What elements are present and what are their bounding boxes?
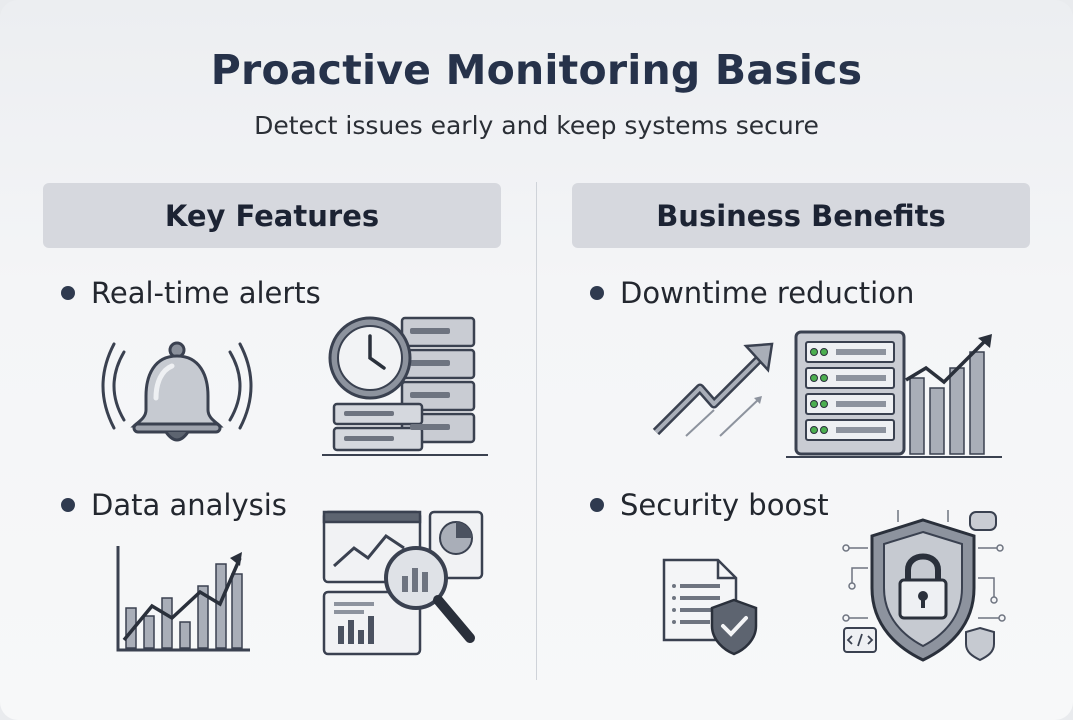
item-label: Real-time alerts [91, 276, 321, 310]
trend-arrow-icon [652, 342, 774, 437]
business-benefits-header: Business Benefits [572, 183, 1030, 248]
padlock-shield-icon [842, 510, 1006, 662]
bar-chart-icon [116, 546, 250, 652]
item-label: Security boost [620, 488, 829, 522]
bullet-dot [61, 286, 75, 300]
key-features-header: Key Features [43, 183, 501, 248]
dashboard-magnifier-icon [322, 510, 484, 656]
bell-icon [101, 341, 253, 442]
item-real-time-alerts: Real-time alerts [61, 276, 321, 310]
column-divider [536, 182, 537, 680]
bullet-dot [590, 498, 604, 512]
item-data-analysis: Data analysis [61, 488, 287, 522]
bullet-dot [590, 286, 604, 300]
document-shield-icon [662, 558, 758, 656]
page-subtitle: Detect issues early and keep systems sec… [254, 111, 819, 140]
page-title: Proactive Monitoring Basics [210, 46, 863, 94]
bullet-dot [61, 498, 75, 512]
server-rack-chart-icon [786, 330, 1002, 458]
item-downtime-reduction: Downtime reduction [590, 276, 914, 310]
item-label: Downtime reduction [620, 276, 915, 310]
item-security-boost: Security boost [590, 488, 829, 522]
item-label: Data analysis [91, 488, 287, 522]
clock-server-icon [322, 316, 488, 456]
